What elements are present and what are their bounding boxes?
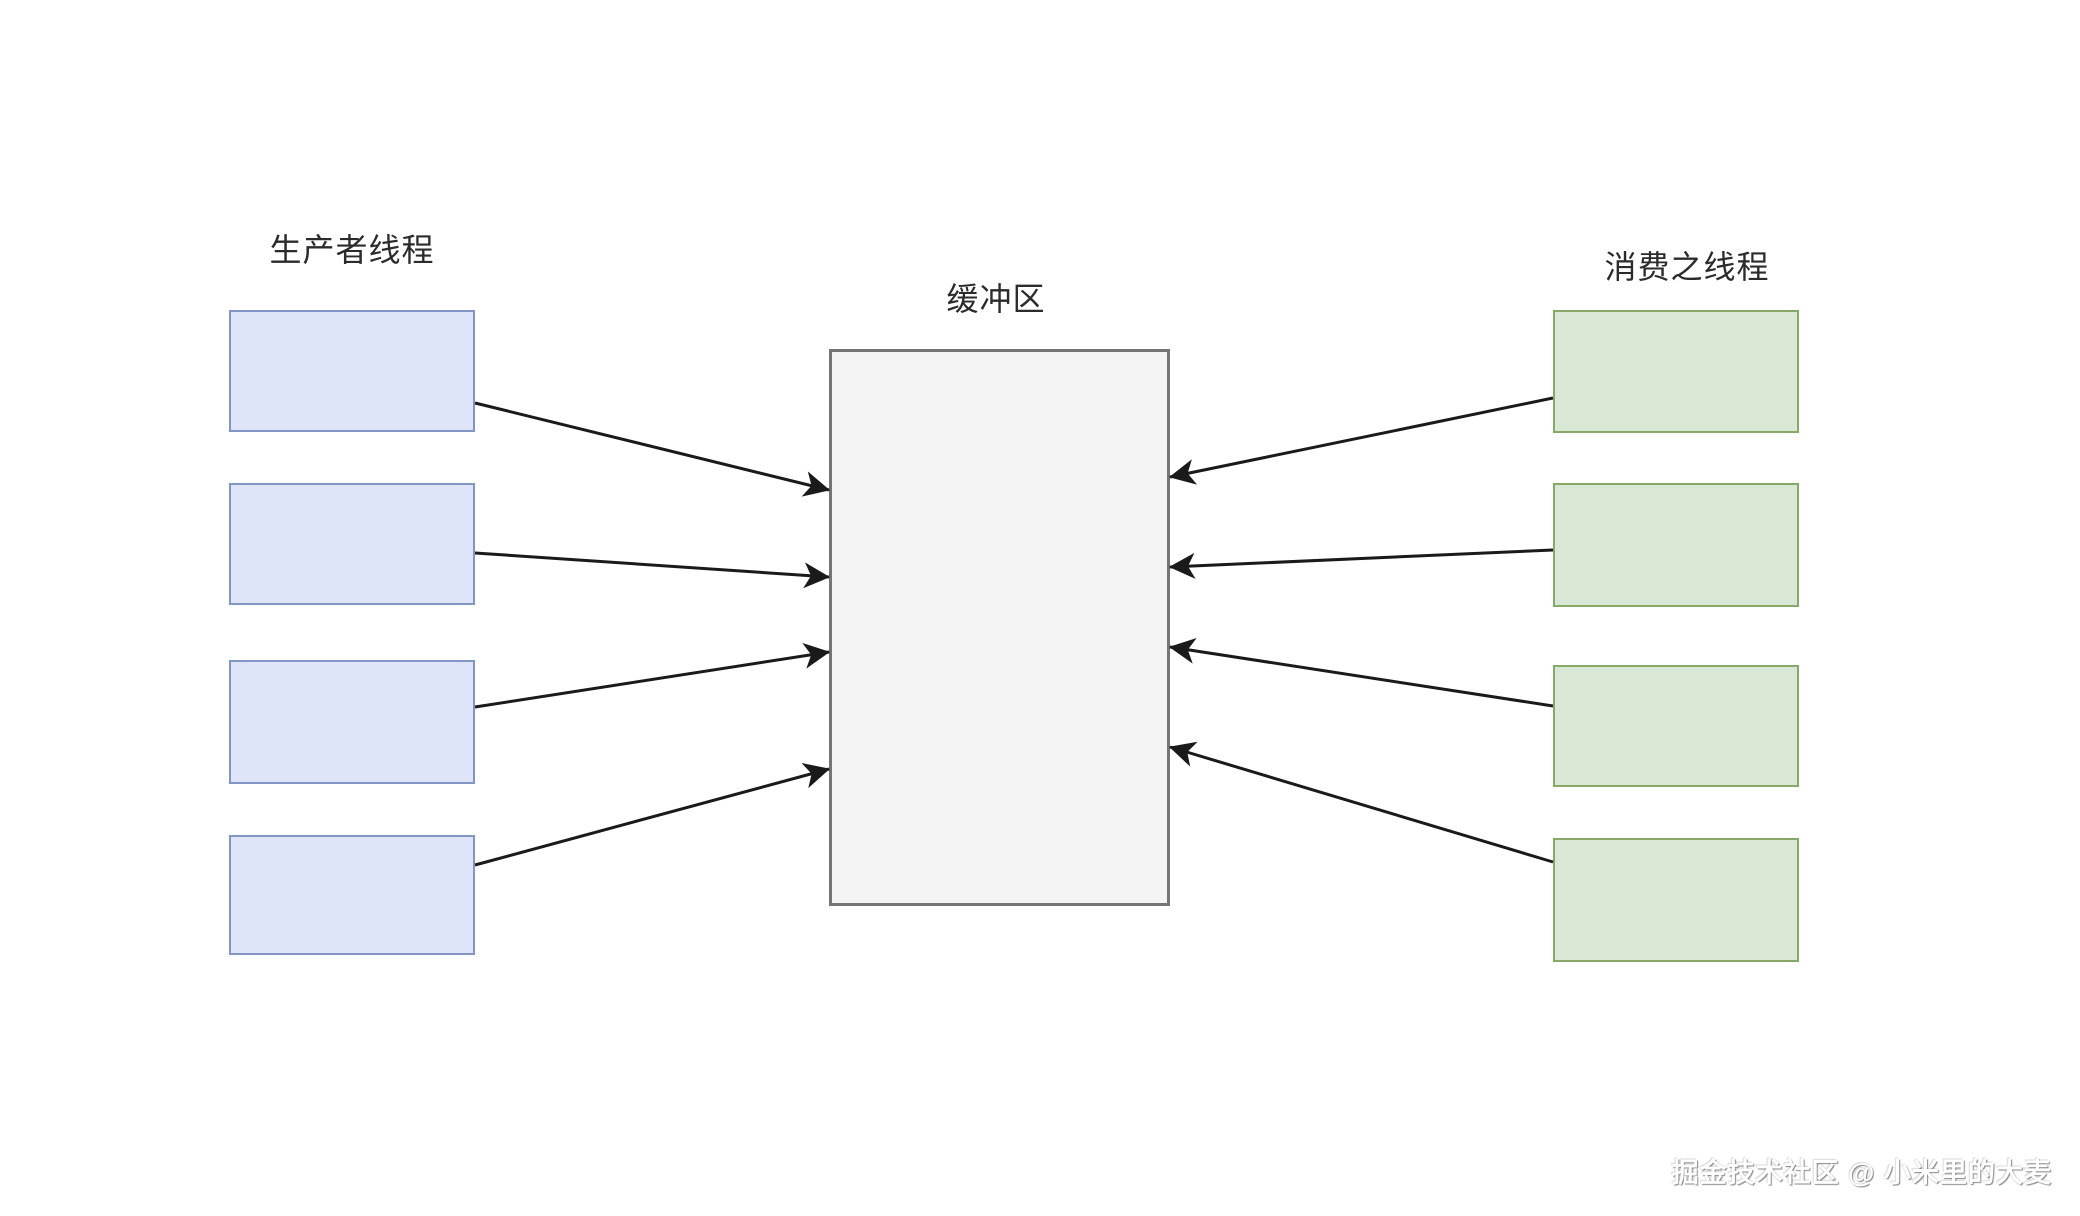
producer-1-to-buffer (474, 401, 830, 497)
producer-box-4 (229, 835, 475, 955)
producer-2-to-buffer (474, 551, 830, 589)
buffer-label: 缓冲区 (946, 281, 1046, 317)
consumer-box-4 (1553, 838, 1799, 962)
consumer-box-2 (1553, 483, 1799, 607)
consumer-2-to-buffer (1169, 548, 1554, 579)
watermark: 掘金技术社区 @ 小米里的大麦 (1671, 1158, 2052, 1188)
buffer-box (829, 349, 1170, 906)
consumer-3-to-buffer (1169, 637, 1554, 708)
consumer-box-1 (1553, 310, 1799, 433)
consumer-1-to-buffer (1169, 396, 1554, 485)
consumer-box-3 (1553, 665, 1799, 787)
consumer-4-to-buffer (1169, 741, 1554, 864)
producer-3-to-buffer (474, 642, 830, 709)
producer-box-2 (229, 483, 475, 605)
producer-box-3 (229, 660, 475, 784)
producer-box-1 (229, 310, 475, 432)
producer-column-label: 生产者线程 (269, 232, 435, 268)
consumer-column-label: 消费之线程 (1604, 249, 1770, 285)
producer-4-to-buffer (474, 762, 830, 867)
